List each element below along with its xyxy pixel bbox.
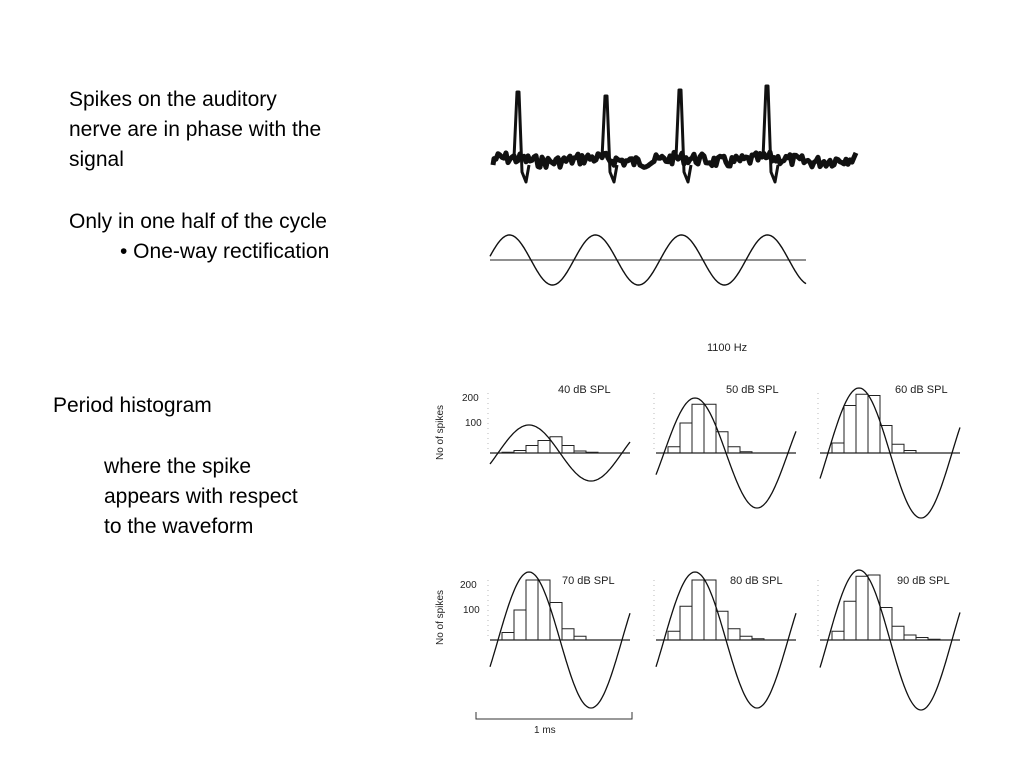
panel-label-2: 50 dB SPL — [726, 384, 779, 396]
histogram-bar — [903, 634, 917, 641]
spike-1 — [512, 90, 531, 184]
histogram-bar — [537, 579, 551, 641]
fitted-sine — [655, 397, 797, 509]
histogram-bar — [715, 431, 729, 454]
histogram-panel-5: 80 dB SPL — [653, 571, 797, 709]
histogram-bar — [573, 635, 587, 641]
histogram-bar — [703, 403, 717, 454]
histogram-bar — [585, 451, 599, 454]
histogram-bar — [549, 436, 563, 454]
where-line-1: where the spike — [104, 455, 252, 478]
histogram-bar — [727, 446, 741, 454]
stimulus-sine-wave — [489, 234, 807, 286]
histogram-bar — [501, 632, 515, 641]
histogram-bar — [927, 638, 941, 641]
histogram-panel-4: 70 dB SPL — [487, 571, 631, 709]
histogram-bar — [727, 628, 741, 641]
histogram-bar — [739, 635, 753, 641]
spikes-line-2: nerve are in phase with the — [69, 118, 322, 141]
panel-label-1: 40 dB SPL — [558, 384, 611, 396]
spike-3 — [674, 88, 693, 184]
histogram-bar — [843, 405, 857, 454]
where-line-2: appears with respect — [104, 485, 298, 508]
half-cycle-text: Only in one half of the cycle — [69, 210, 327, 233]
histogram-bar — [715, 610, 729, 641]
period-histogram-grid: 40 dB SPL 50 dB SPL 60 dB SPL 70 dB SPL 80 d… — [487, 384, 961, 711]
y-axis-labels: No of spikes No of spikes 200 100 200 10… — [435, 393, 482, 645]
rectification-bullet: • One-way rectification — [120, 240, 330, 263]
histogram-bar — [667, 630, 681, 641]
panel-label-3: 60 dB SPL — [895, 384, 948, 396]
histogram-bar — [867, 574, 881, 641]
panel-label-4: 70 dB SPL — [562, 575, 615, 587]
period-histogram-description: where the spike appears with respect to th… — [104, 452, 364, 542]
histogram-bar — [855, 575, 869, 641]
period-histogram-heading: Period histogram — [53, 394, 212, 417]
histogram-bar — [691, 579, 705, 641]
histogram-bar — [831, 630, 845, 641]
fitted-sine — [489, 571, 631, 709]
y-axis-label-top: No of spikes — [435, 405, 446, 460]
histogram-panel-3: 60 dB SPL — [817, 384, 961, 519]
spikes-line-1: Spikes on the auditory — [69, 88, 277, 111]
spike-train-trace — [490, 84, 859, 184]
histogram-bar — [513, 450, 527, 454]
histogram-bar — [903, 450, 917, 454]
histogram-bar — [537, 440, 551, 454]
y-axis-label-bottom: No of spikes — [435, 590, 446, 645]
histogram-bar — [843, 600, 857, 641]
fitted-sine — [819, 569, 961, 711]
y-tick-200-top: 200 — [462, 393, 479, 404]
fitted-sine — [819, 387, 961, 519]
histogram-bar — [667, 446, 681, 454]
histogram-bar — [691, 403, 705, 454]
histogram-bar — [679, 605, 693, 641]
histogram-bar — [525, 445, 539, 454]
histogram-bar — [867, 395, 881, 454]
spike-4 — [761, 84, 780, 184]
histogram-bar — [751, 638, 765, 641]
histogram-bar — [891, 443, 905, 454]
histogram-bar — [879, 607, 893, 641]
histogram-bar — [739, 451, 753, 454]
histogram-panel-2: 50 dB SPL — [653, 384, 797, 509]
histogram-bar — [891, 625, 905, 641]
fitted-sine — [655, 571, 797, 709]
histogram-bar — [561, 628, 575, 641]
histogram-bar — [703, 579, 717, 641]
where-line-3: to the waveform — [104, 515, 254, 538]
time-scale-bar: 1 ms — [475, 712, 633, 736]
spikes-description: Spikes on the auditory nerve are in phase… — [69, 85, 409, 175]
spike-2 — [600, 94, 619, 184]
y-tick-100-bottom: 100 — [463, 605, 480, 616]
spikes-line-3: signal — [69, 148, 124, 171]
histogram-bar — [855, 393, 869, 454]
histogram-bar — [513, 609, 527, 641]
histogram-panel-1: 40 dB SPL — [487, 384, 631, 482]
histogram-bar — [879, 425, 893, 454]
time-scale-label: 1 ms — [534, 725, 556, 736]
y-tick-200-bottom: 200 — [460, 580, 477, 591]
histogram-bar — [573, 450, 587, 454]
fitted-sine — [489, 424, 631, 482]
histogram-bar — [549, 602, 563, 641]
panel-label-5: 80 dB SPL — [730, 575, 783, 587]
histogram-panel-6: 90 dB SPL — [817, 569, 961, 711]
histogram-bar — [915, 637, 929, 641]
histogram-bar — [561, 445, 575, 454]
panel-label-6: 90 dB SPL — [897, 575, 950, 587]
y-tick-100-top: 100 — [465, 418, 482, 429]
histogram-bar — [525, 579, 539, 641]
histogram-bar — [501, 451, 515, 454]
histogram-bar — [831, 442, 845, 454]
frequency-label: 1100 Hz — [707, 342, 747, 354]
histogram-bar — [679, 422, 693, 454]
